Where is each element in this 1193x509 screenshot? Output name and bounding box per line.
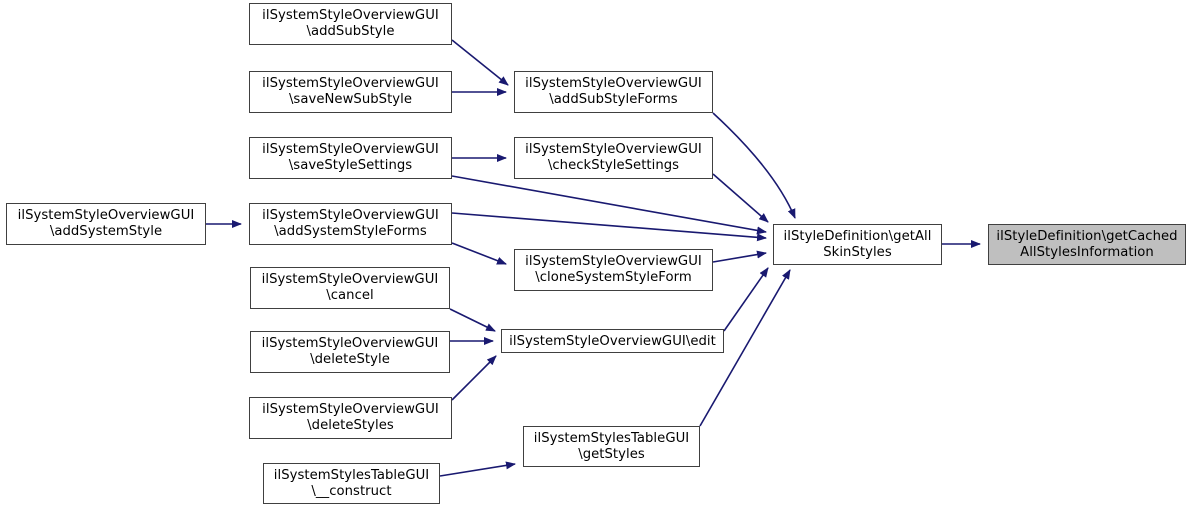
graph-node-addSystemStyle[interactable]: ilSystemStyleOverviewGUI \addSystemStyle xyxy=(6,203,206,245)
graph-node-saveStyleSettings[interactable]: ilSystemStyleOverviewGUI \saveStyleSetti… xyxy=(249,137,452,179)
graph-node-deleteStyles[interactable]: ilSystemStyleOverviewGUI \deleteStyles xyxy=(249,397,452,439)
graph-node-addSubStyleForms[interactable]: ilSystemStyleOverviewGUI \addSubStyleFor… xyxy=(514,71,713,113)
graph-node-construct[interactable]: ilSystemStylesTableGUI \__construct xyxy=(263,463,440,504)
graph-node-saveNewSubStyle[interactable]: ilSystemStyleOverviewGUI \saveNewSubStyl… xyxy=(249,71,452,113)
graph-edge-edit-to-getAllSkinStyles xyxy=(723,267,769,332)
graph-node-deleteStyle[interactable]: ilSystemStyleOverviewGUI \deleteStyle xyxy=(250,331,450,373)
graph-edge-addSubStyle-to-addSubStyleForms xyxy=(451,39,509,86)
graph-node-addSubStyle[interactable]: ilSystemStyleOverviewGUI \addSubStyle xyxy=(249,3,452,45)
graph-node-getAllSkinStyles[interactable]: ilStyleDefinition\getAll SkinStyles xyxy=(773,224,942,265)
graph-edge-cancel-to-edit xyxy=(449,308,496,332)
graph-node-cloneSystemStyleForm[interactable]: ilSystemStyleOverviewGUI \cloneSystemSty… xyxy=(514,249,713,291)
graph-edge-cloneSystemStyleForm-to-getAllSkinStyles xyxy=(712,250,767,263)
graph-edge-construct-to-getStyles xyxy=(439,461,516,477)
graph-node-cancel[interactable]: ilSystemStyleOverviewGUI \cancel xyxy=(250,267,450,309)
graph-node-getStyles[interactable]: ilSystemStylesTableGUI \getStyles xyxy=(523,426,700,467)
graph-edge-checkStyleSettings-to-getAllSkinStyles xyxy=(712,173,769,223)
graph-edge-saveStyleSettings-to-getAllSkinStyles xyxy=(451,175,767,235)
graph-node-getCachedAllStylesInformation[interactable]: ilStyleDefinition\getCached AllStylesInf… xyxy=(988,224,1186,265)
graph-edge-addSystemStyleForms-to-cloneSystemStyleForm xyxy=(451,242,507,265)
graph-edge-addSubStyleForms-to-getAllSkinStyles xyxy=(712,112,796,219)
graph-node-addSystemStyleForms[interactable]: ilSystemStyleOverviewGUI \addSystemStyle… xyxy=(249,203,452,245)
graph-edge-addSystemStyleForms-to-getAllSkinStyles xyxy=(451,212,767,242)
graph-edge-deleteStyles-to-edit xyxy=(451,355,497,401)
graph-node-edit[interactable]: ilSystemStyleOverviewGUI\edit xyxy=(501,329,724,353)
graph-node-checkStyleSettings[interactable]: ilSystemStyleOverviewGUI \checkStyleSett… xyxy=(514,137,713,179)
